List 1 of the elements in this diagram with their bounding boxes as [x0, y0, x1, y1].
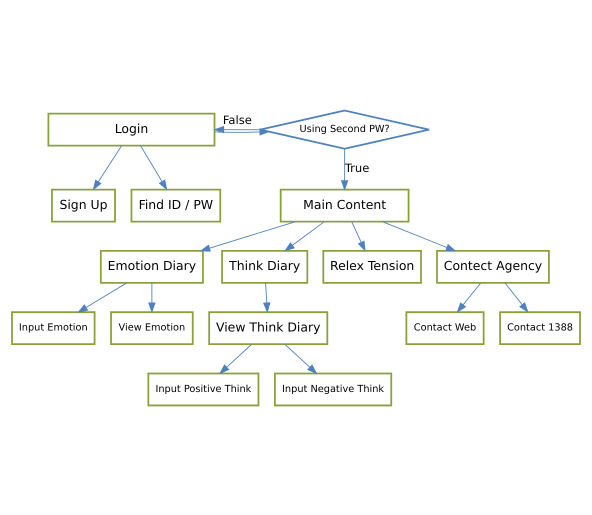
edge-label: False: [222, 112, 252, 126]
